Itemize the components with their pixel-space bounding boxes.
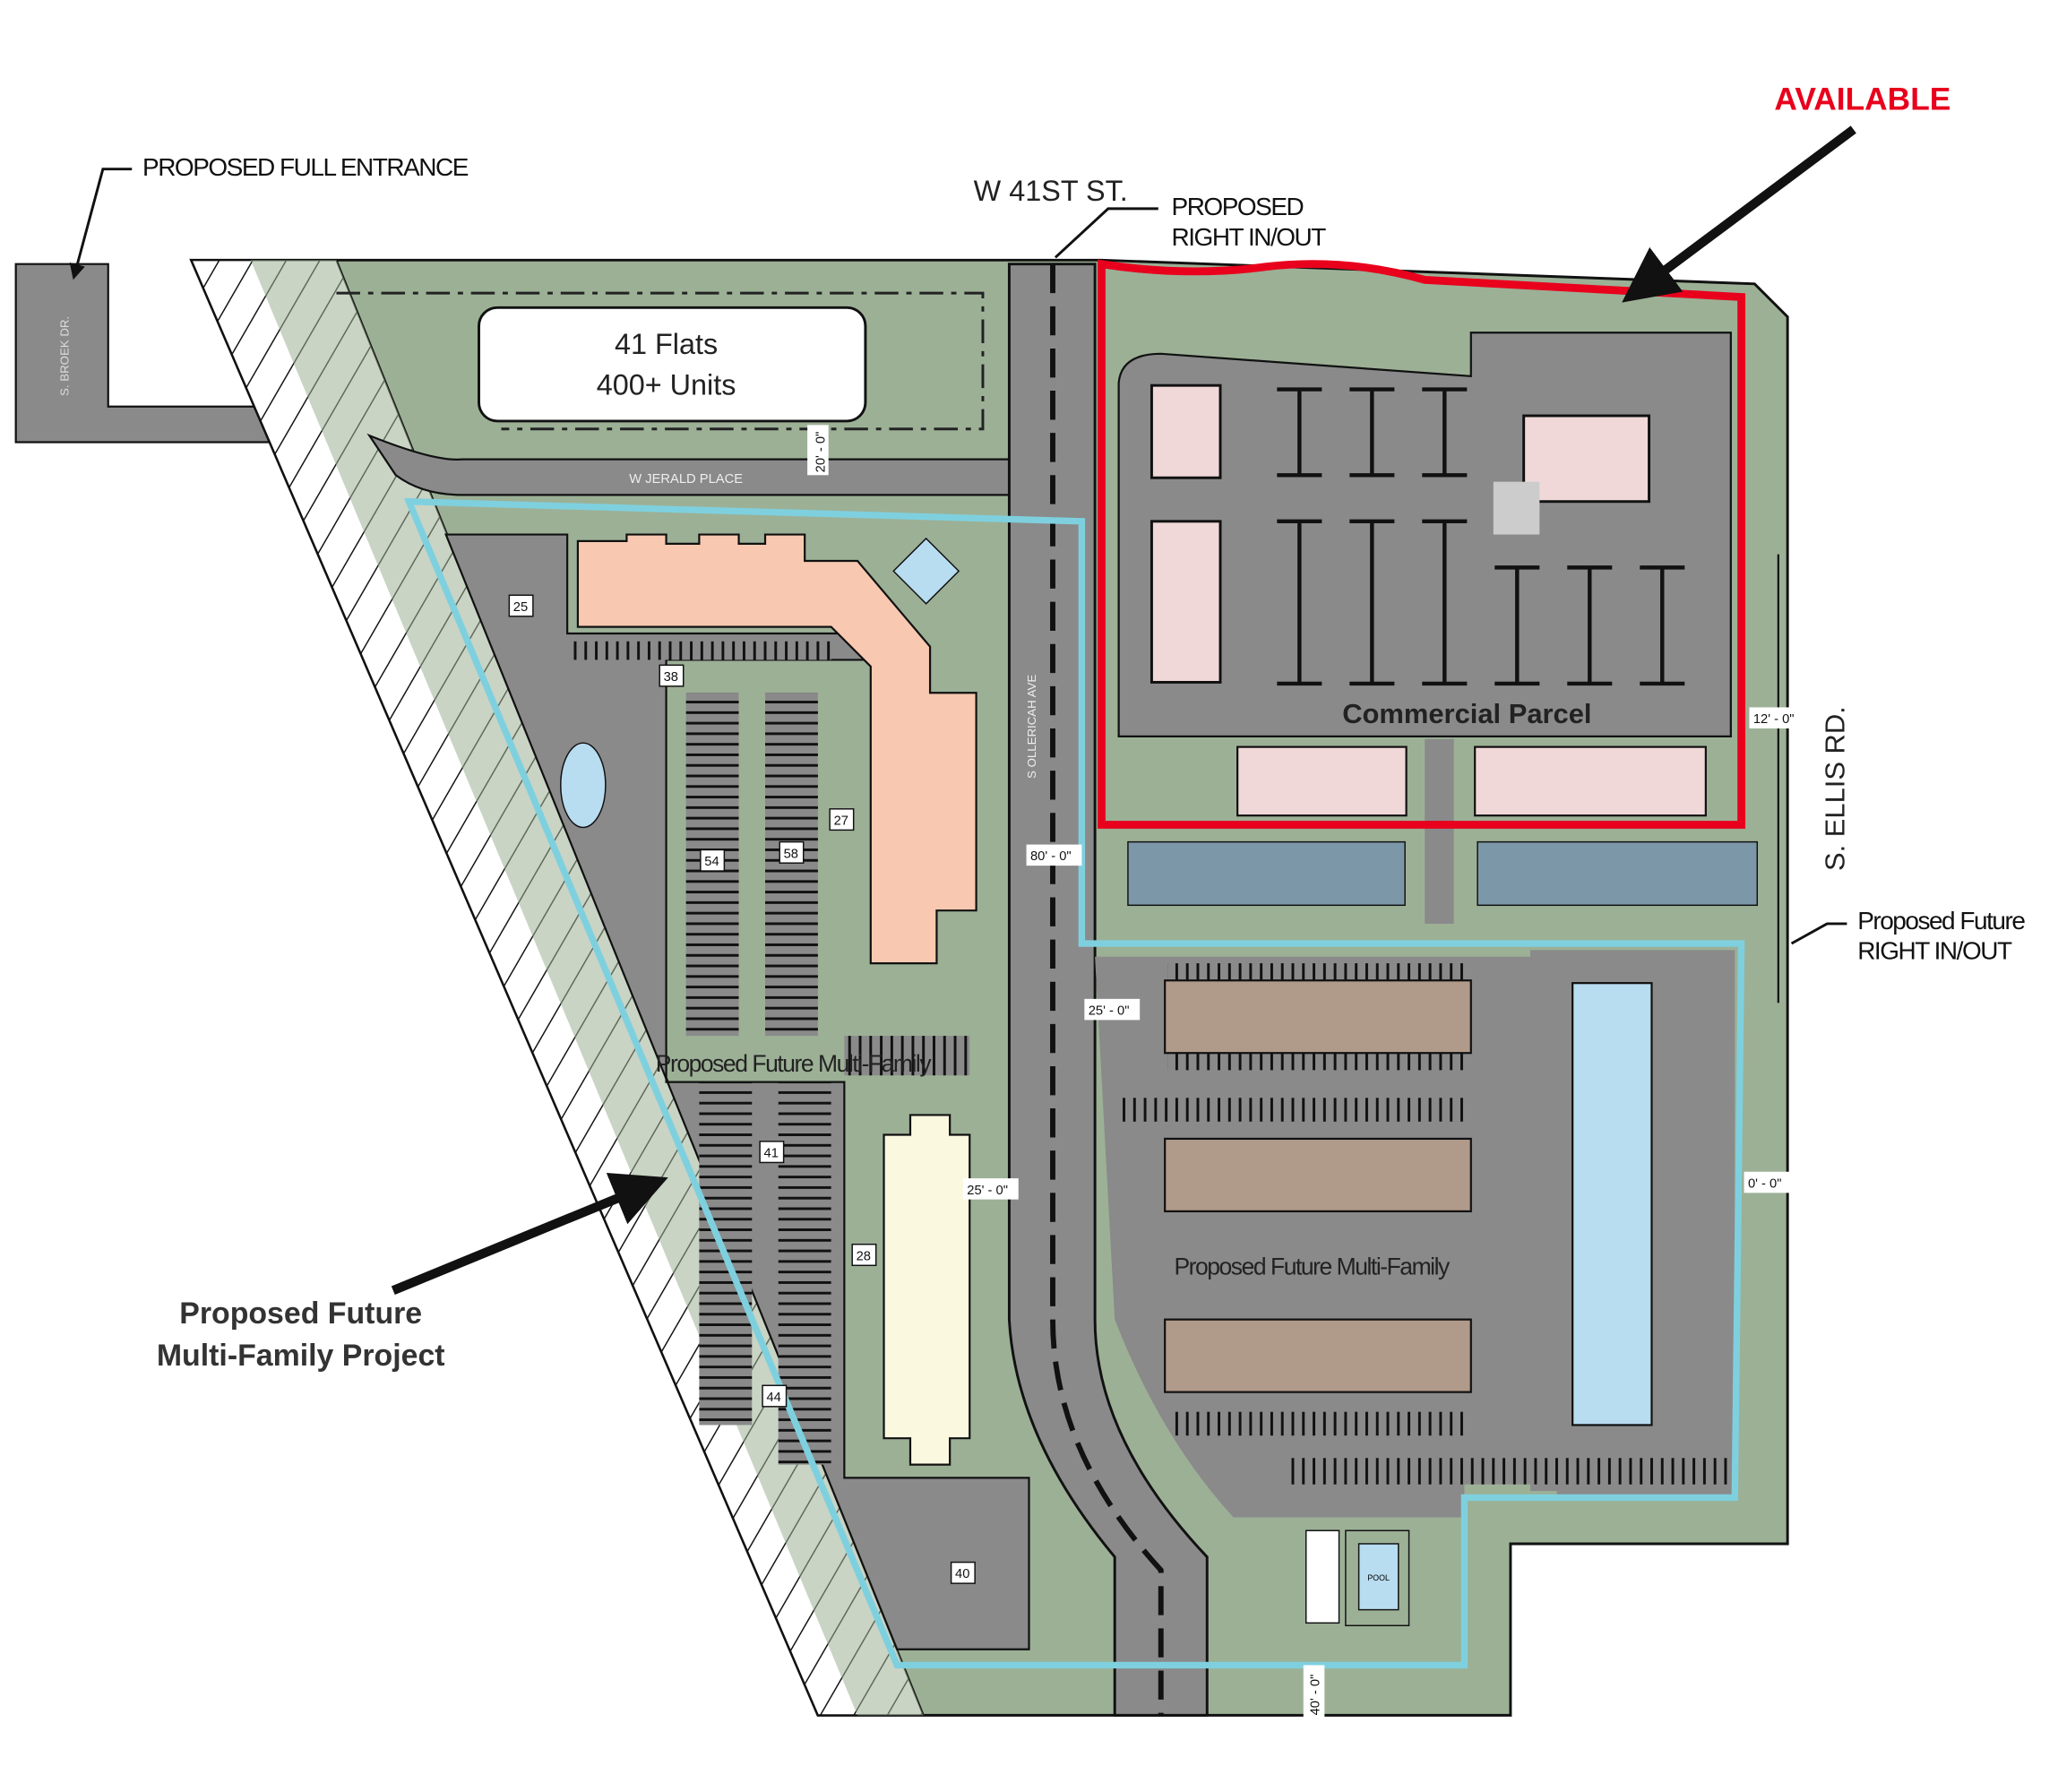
parking-count: 28 bbox=[857, 1249, 871, 1263]
future-mf-project-label: Proposed Future bbox=[179, 1297, 422, 1331]
residential-building bbox=[576, 533, 977, 965]
s-ellis-rd-label: S. ELLIS RD. bbox=[1819, 706, 1850, 871]
townhome-building bbox=[1164, 1318, 1472, 1393]
commercial-building bbox=[1474, 745, 1707, 817]
proposed-right-in-out-label-2: RIGHT IN/OUT bbox=[1172, 223, 1327, 251]
detention-basin bbox=[1127, 840, 1406, 907]
parking-count: 40 bbox=[955, 1567, 969, 1581]
future-mf-west-label: Proposed Future Multi-Family bbox=[656, 1050, 933, 1077]
townhome-building bbox=[1164, 1137, 1472, 1213]
available-label: AVAILABLE bbox=[1774, 82, 1950, 116]
parking-count: 25 bbox=[513, 600, 528, 615]
flats-parcel: 41 Flats 400+ Units bbox=[336, 291, 985, 431]
flats-name: 41 Flats bbox=[615, 328, 718, 360]
commercial-parcel: Commercial Parcel bbox=[1117, 332, 1732, 924]
parking-count: 44 bbox=[766, 1391, 780, 1405]
w-41st-st-label: W 41ST ST. bbox=[974, 175, 1128, 207]
commercial-building bbox=[1150, 383, 1222, 479]
commercial-parcel-label: Commercial Parcel bbox=[1342, 698, 1591, 729]
dimension-label: 0' - 0" bbox=[1748, 1176, 1782, 1191]
pool-west bbox=[892, 537, 960, 605]
proposed-right-in-out-label: PROPOSED bbox=[1172, 193, 1304, 220]
available-arrow bbox=[1622, 125, 1856, 303]
dimension-label: 25' - 0" bbox=[967, 1184, 1008, 1198]
dimension-label: 25' - 0" bbox=[1089, 1004, 1130, 1019]
w-jerald-place-label: W JERALD PLACE bbox=[629, 472, 743, 487]
s-ollericah-ave-road: S OLLERICAH AVE bbox=[1007, 263, 1209, 1717]
parking-count: 58 bbox=[784, 847, 798, 861]
proposed-full-entrance-label: PROPOSED FULL ENTRANCE bbox=[142, 153, 469, 181]
s-broek-dr-label: S. BROEK DR. bbox=[58, 316, 72, 396]
pond bbox=[560, 742, 607, 829]
future-multifamily-outline bbox=[403, 497, 1745, 1669]
future-right-in-out-label: Proposed Future bbox=[1857, 907, 2025, 935]
dimension-label: 20' - 0" bbox=[814, 432, 828, 473]
dimension-tags bbox=[807, 425, 1805, 1719]
parking-count: 38 bbox=[664, 670, 678, 685]
parking-count: 41 bbox=[764, 1147, 779, 1161]
commercial-building bbox=[1236, 745, 1408, 817]
clubhouse bbox=[1305, 1529, 1340, 1624]
parking-count: 27 bbox=[834, 814, 848, 828]
future-mf-project-label-2: Multi-Family Project bbox=[157, 1339, 445, 1373]
parking-count: 54 bbox=[704, 855, 719, 869]
dimension-label: 12' - 0" bbox=[1753, 712, 1795, 727]
commercial-building bbox=[1150, 520, 1222, 684]
senior-building bbox=[883, 1114, 971, 1466]
s-ollericah-ave-label: S OLLERICAH AVE bbox=[1025, 675, 1038, 779]
commercial-building bbox=[1522, 414, 1651, 504]
pool-label: POOL bbox=[1367, 1573, 1390, 1582]
hatched-corridor-green bbox=[250, 260, 924, 1716]
detention-basin bbox=[1477, 840, 1759, 907]
future-right-in-out-label-2: RIGHT IN/OUT bbox=[1857, 937, 2012, 965]
townhome-building bbox=[1164, 979, 1472, 1055]
flats-units: 400+ Units bbox=[597, 368, 736, 401]
dimension-label: 40' - 0" bbox=[1308, 1675, 1322, 1716]
amenity-water bbox=[1571, 982, 1653, 1426]
parking-count-tags bbox=[508, 594, 976, 1584]
future-mf-arrow bbox=[391, 1173, 668, 1296]
dimension-label: 80' - 0" bbox=[1030, 849, 1072, 864]
available-outline bbox=[1098, 259, 1746, 829]
east-residential: POOL bbox=[1095, 950, 1735, 1626]
future-mf-east-label: Proposed Future Multi-Family bbox=[1174, 1254, 1451, 1280]
